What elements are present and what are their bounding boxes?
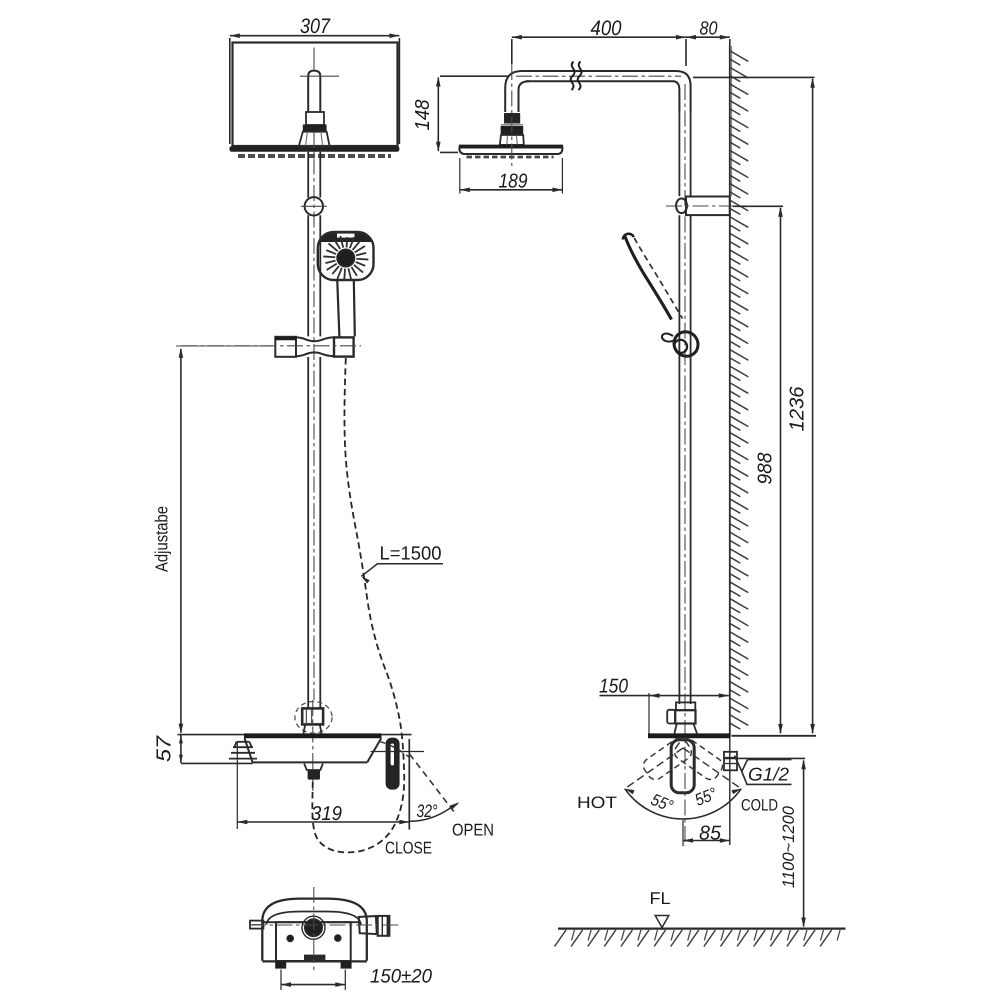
svg-text:CLOSE: CLOSE: [385, 838, 432, 857]
svg-text:Adjustabe: Adjustabe: [152, 506, 172, 572]
svg-text:319: 319: [311, 803, 342, 825]
svg-text:80: 80: [699, 18, 717, 39]
svg-text:OPEN: OPEN: [452, 820, 494, 839]
svg-text:85: 85: [699, 822, 722, 844]
svg-text:1100~1200: 1100~1200: [779, 805, 798, 888]
svg-text:307: 307: [300, 15, 331, 38]
svg-text:FL: FL: [649, 889, 670, 908]
svg-text:HOT: HOT: [577, 794, 617, 812]
svg-text:COLD: COLD: [741, 796, 778, 814]
svg-text:32°: 32°: [416, 801, 437, 821]
svg-text:988: 988: [755, 453, 777, 485]
svg-text:G1/2: G1/2: [748, 763, 790, 784]
svg-text:150±20: 150±20: [370, 965, 432, 987]
svg-text:189: 189: [498, 170, 527, 192]
svg-text:57: 57: [154, 735, 176, 762]
svg-text:150: 150: [599, 675, 628, 697]
svg-text:400: 400: [590, 17, 621, 40]
svg-text:L=1500: L=1500: [379, 543, 441, 564]
svg-text:1236: 1236: [787, 386, 809, 432]
svg-text:148: 148: [412, 100, 434, 131]
